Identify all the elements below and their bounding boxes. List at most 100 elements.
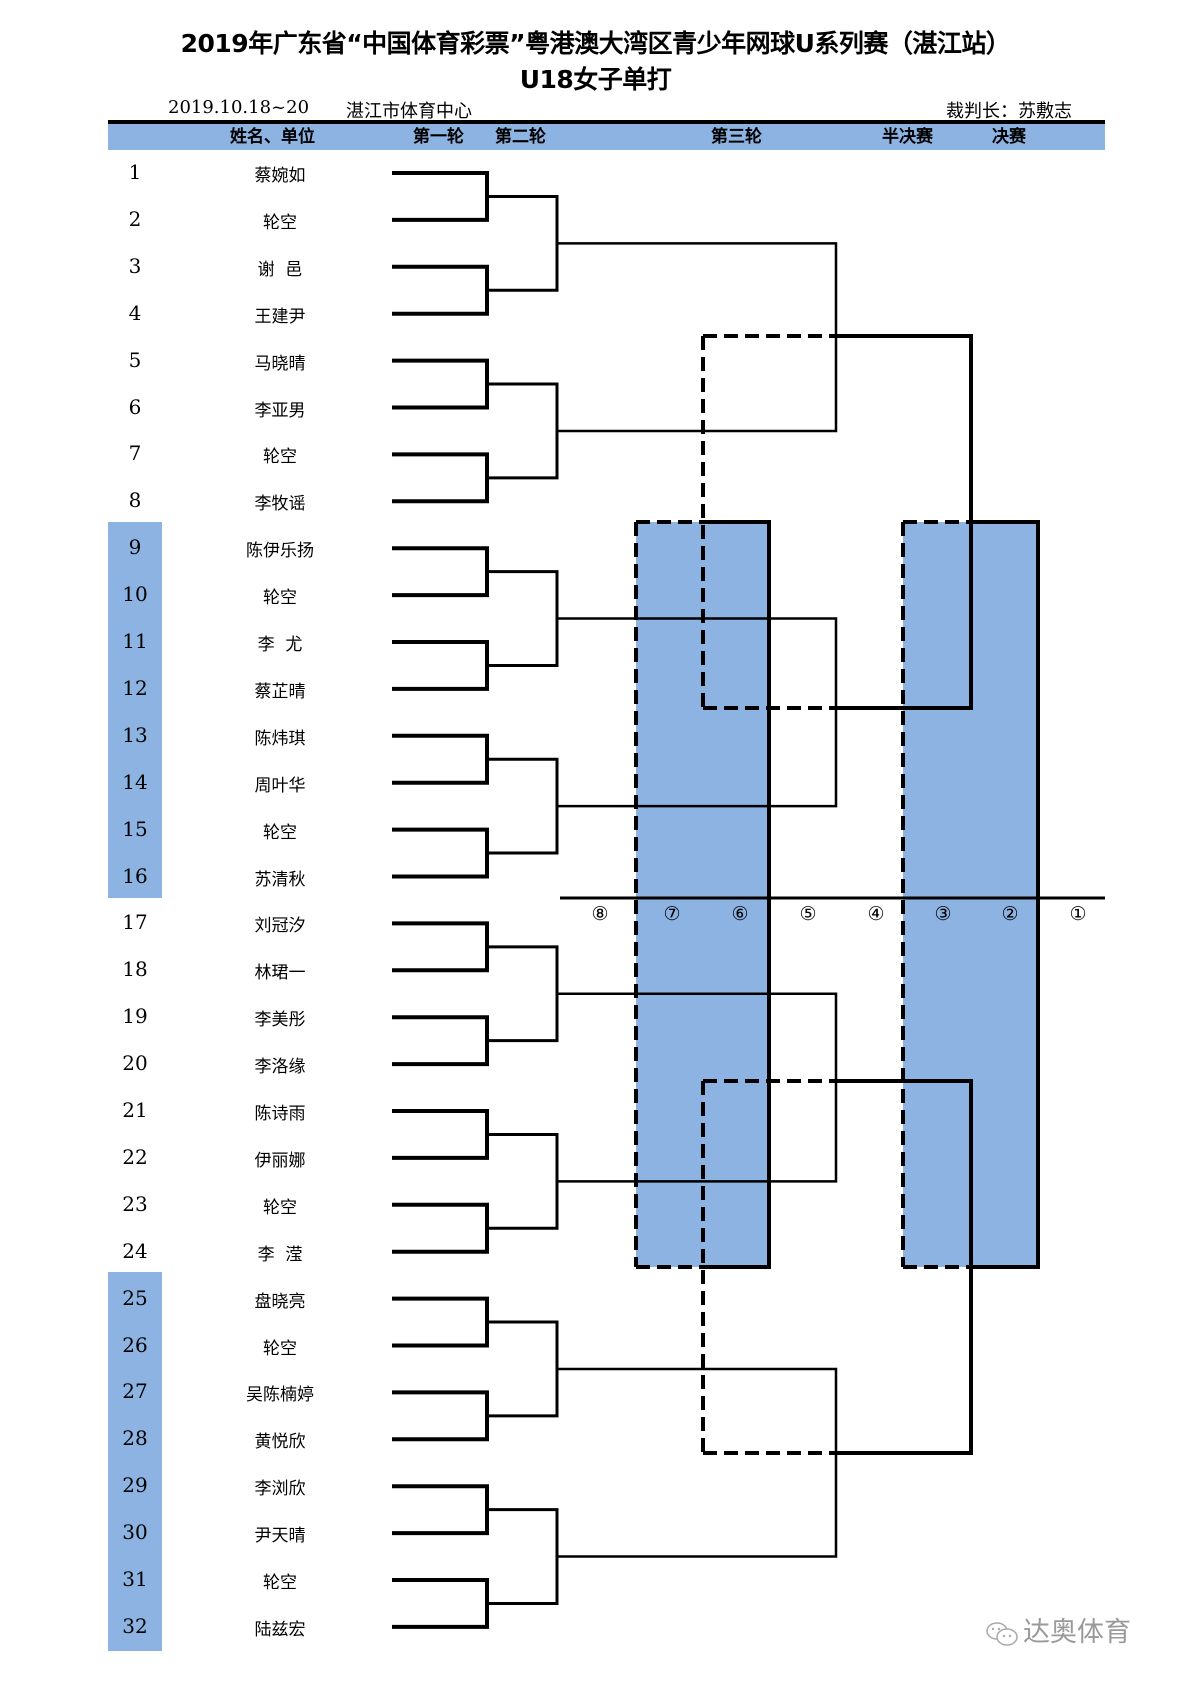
- round1-match-bracket: [392, 171, 489, 222]
- round2-match-bracket: [487, 1132, 559, 1230]
- player-name: 马晓晴: [254, 353, 306, 374]
- draw-position-number: 13: [122, 722, 148, 747]
- round1-match-bracket: [392, 1578, 489, 1629]
- draw-position-number: 23: [122, 1191, 148, 1216]
- draw-position-number: 5: [128, 347, 142, 372]
- quarter-highlight-left: [636, 522, 769, 1267]
- draw-position-number: 20: [122, 1051, 148, 1076]
- player-name: 轮空: [263, 1338, 297, 1359]
- column-header-name: 姓名、单位: [230, 127, 315, 147]
- court-marker: ⑤: [799, 903, 816, 925]
- draw-position-number: 12: [122, 675, 148, 700]
- draw-position-number: 25: [122, 1285, 148, 1310]
- player-name: 轮空: [263, 588, 297, 609]
- draw-position-number: 30: [122, 1520, 148, 1545]
- draw-position-number: 27: [122, 1379, 148, 1404]
- draw-position-number: 15: [122, 816, 148, 841]
- draw-position-number: 7: [128, 441, 142, 466]
- round1-match-bracket: [392, 1015, 489, 1067]
- court-marker: ④: [867, 903, 884, 925]
- draw-position-number: 32: [122, 1613, 148, 1638]
- round2-match-bracket: [487, 382, 559, 480]
- player-name: 谢 邑: [257, 259, 303, 280]
- player-name: 吴陈楠婷: [246, 1385, 314, 1406]
- round1-match-bracket: [392, 1484, 489, 1536]
- round3-match-bracket: [557, 1367, 838, 1558]
- player-name: 盘晓亮: [254, 1291, 306, 1312]
- column-header-round3: 第三轮: [711, 127, 762, 147]
- draw-position-number: 19: [122, 1004, 148, 1029]
- court-marker: ②: [1001, 903, 1018, 925]
- player-name: 轮空: [263, 447, 297, 468]
- player-name: 轮空: [263, 822, 297, 843]
- draw-position-number: 9: [128, 535, 142, 560]
- watermark-text: 达奥体育: [1023, 1617, 1131, 1648]
- player-name: 轮空: [263, 212, 297, 233]
- draw-position-number: 11: [122, 629, 148, 653]
- player-name: 尹天晴: [254, 1526, 306, 1547]
- player-name: 蔡婉如: [254, 166, 306, 186]
- draw-position-number: 3: [128, 253, 142, 278]
- player-name: 轮空: [263, 1197, 297, 1218]
- round1-match-bracket: [392, 1202, 489, 1254]
- watermark: 达奥体育: [985, 1610, 1131, 1649]
- draw-position-number: 14: [122, 769, 148, 794]
- seed-highlight-block: [108, 1272, 162, 1651]
- draw-position-number: 28: [122, 1426, 148, 1451]
- round1-match-bracket: [392, 1390, 489, 1442]
- player-name: 李洛缘: [254, 1057, 306, 1078]
- player-name: 林珺一: [254, 963, 306, 984]
- round2-match-bracket: [487, 1508, 559, 1605]
- event-subtitle: U18女子单打: [519, 65, 672, 94]
- round2-match-bracket: [487, 570, 559, 667]
- draw-position-number: 29: [122, 1473, 148, 1498]
- court-marker: ①: [1069, 903, 1086, 925]
- player-name: 轮空: [263, 1573, 297, 1593]
- player-name: 陈诗雨: [254, 1104, 306, 1124]
- player-name: 李 尤: [257, 635, 303, 655]
- round3-match-bracket: [557, 617, 838, 808]
- column-header-round1: 第一轮: [413, 127, 464, 147]
- player-name: 周叶华: [254, 775, 306, 796]
- draw-position-number: 8: [128, 488, 142, 513]
- court-marker: ⑧: [591, 903, 608, 925]
- player-name: 李牧谣: [254, 494, 306, 515]
- player-name: 陆兹宏: [254, 1619, 306, 1640]
- court-marker: ③: [934, 903, 951, 925]
- round1-match-bracket: [392, 1109, 489, 1160]
- player-name: 李亚男: [254, 400, 306, 421]
- seed-highlight-block: [108, 522, 162, 898]
- player-name: 陈炜琪: [254, 728, 306, 749]
- round2-match-bracket: [487, 1320, 559, 1418]
- round2-match-bracket: [487, 757, 559, 855]
- draw-position-number: 6: [128, 394, 142, 419]
- court-marker: ⑥: [731, 903, 748, 925]
- player-name: 李美彤: [254, 1010, 306, 1031]
- round1-match-bracket: [392, 546, 489, 598]
- round1-match-bracket: [392, 921, 489, 973]
- player-name: 刘冠汐: [254, 916, 306, 937]
- draw-position-number: 18: [122, 957, 148, 982]
- draw-position-number: 10: [122, 582, 148, 607]
- header-rule: [108, 120, 1105, 124]
- draw-position-number: 2: [128, 206, 142, 231]
- round1-match-bracket: [392, 640, 489, 691]
- player-name: 黄悦欣: [254, 1432, 306, 1453]
- column-header-semifinal: 半决赛: [882, 127, 933, 147]
- referee-label: 裁判长：苏敷志: [946, 101, 1072, 122]
- round1-match-bracket: [392, 827, 489, 879]
- court-marker: ⑦: [663, 903, 680, 925]
- draw-position-number: 21: [122, 1098, 148, 1122]
- draw-position-number: 4: [128, 300, 142, 325]
- player-name: 陈伊乐扬: [246, 541, 314, 562]
- draw-position-number: 31: [122, 1567, 148, 1591]
- round1-match-bracket: [392, 264, 489, 316]
- column-header-bar: [108, 124, 1105, 150]
- draw-position-number: 22: [122, 1144, 148, 1169]
- player-name: 李 滢: [257, 1244, 303, 1265]
- draw-position-number: 26: [122, 1332, 148, 1357]
- final-box-solid: [970, 520, 1040, 1269]
- round2-match-bracket: [487, 194, 559, 292]
- column-header-final: 决赛: [992, 127, 1026, 147]
